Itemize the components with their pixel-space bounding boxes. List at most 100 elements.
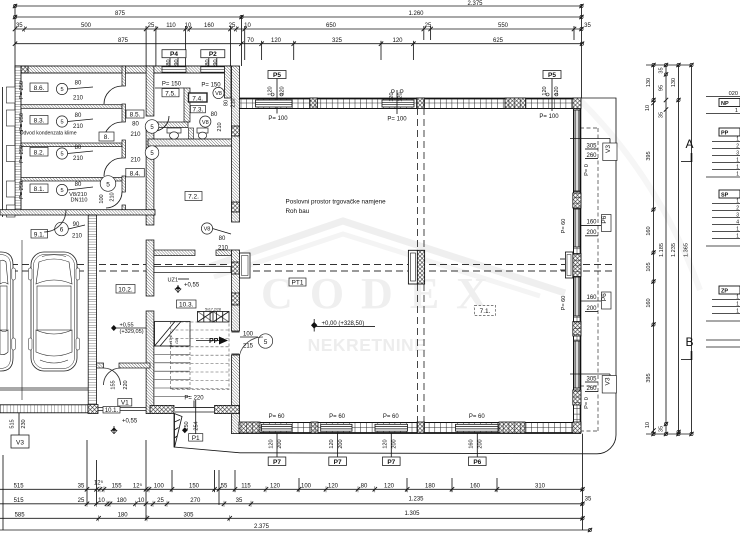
- svg-text:55: 55: [221, 484, 228, 490]
- svg-text:020: 020: [729, 91, 738, 97]
- svg-text:210: 210: [72, 234, 83, 240]
- svg-text:105: 105: [646, 262, 652, 271]
- svg-text:+0,55: +0,55: [122, 419, 138, 425]
- svg-text:625: 625: [493, 38, 504, 44]
- svg-text:1.185: 1.185: [659, 243, 665, 257]
- svg-text:80: 80: [75, 81, 82, 87]
- svg-text:80: 80: [361, 484, 368, 490]
- svg-text:35: 35: [585, 497, 592, 503]
- svg-text:10: 10: [645, 422, 651, 428]
- svg-text:200: 200: [277, 439, 283, 448]
- svg-text:35: 35: [659, 67, 665, 73]
- svg-text:260: 260: [586, 386, 597, 392]
- svg-text:5: 5: [106, 181, 110, 188]
- svg-text:25: 25: [229, 23, 236, 29]
- svg-text:8.: 8.: [104, 134, 110, 141]
- svg-text:120: 120: [392, 38, 403, 44]
- svg-text:1: 1: [736, 227, 739, 233]
- svg-text:NEKRETNINE: NEKRETNINE: [308, 335, 427, 355]
- svg-text:12⁵: 12⁵: [94, 480, 104, 487]
- svg-text:25: 25: [157, 498, 164, 504]
- svg-text:5: 5: [264, 339, 268, 346]
- svg-text:1: 1: [735, 108, 738, 114]
- svg-text:+0,00 (+328,50): +0,00 (+328,50): [322, 321, 365, 327]
- svg-text:25: 25: [78, 498, 85, 504]
- svg-text:210: 210: [130, 158, 141, 164]
- svg-text:1: 1: [736, 172, 739, 178]
- svg-text:5: 5: [60, 120, 63, 126]
- svg-text:6: 6: [60, 227, 64, 234]
- svg-text:515: 515: [14, 498, 25, 504]
- svg-text:100: 100: [154, 484, 165, 490]
- svg-text:7.5.: 7.5.: [165, 90, 176, 97]
- svg-text:160: 160: [470, 484, 481, 490]
- svg-text:1: 1: [736, 165, 739, 171]
- svg-text:220: 220: [123, 380, 129, 389]
- svg-text:260: 260: [586, 153, 597, 159]
- svg-text:95: 95: [659, 85, 665, 91]
- svg-text:160: 160: [586, 220, 597, 226]
- svg-text:1.260: 1.260: [408, 11, 424, 17]
- svg-text:180: 180: [425, 484, 436, 490]
- svg-text:395: 395: [646, 373, 652, 382]
- svg-text:7.3.: 7.3.: [192, 107, 203, 114]
- svg-text:90: 90: [174, 59, 180, 65]
- svg-text:1.235: 1.235: [408, 497, 424, 503]
- svg-text:180: 180: [117, 498, 128, 504]
- svg-text:10: 10: [185, 23, 192, 29]
- svg-text:P6: P6: [601, 293, 608, 301]
- svg-text:5: 5: [150, 151, 154, 157]
- svg-text:P6: P6: [601, 215, 608, 223]
- svg-text:150: 150: [189, 484, 200, 490]
- svg-text:7.2.: 7.2.: [188, 194, 199, 201]
- svg-text:8.5.: 8.5.: [130, 112, 141, 119]
- svg-text:12⁵: 12⁵: [133, 483, 143, 490]
- svg-text:5x17,2/28: 5x17,2/28: [205, 308, 221, 312]
- svg-text:120: 120: [328, 484, 339, 490]
- svg-text:P= 60: P= 60: [383, 414, 400, 420]
- svg-text:130: 130: [671, 78, 677, 87]
- svg-text:160: 160: [646, 226, 652, 235]
- svg-text:120: 120: [384, 484, 395, 490]
- svg-text:P= 250: P= 250: [19, 181, 25, 199]
- svg-text:305: 305: [586, 144, 597, 150]
- svg-text:/28: /28: [174, 337, 179, 343]
- svg-text:+0,55: +0,55: [184, 283, 200, 289]
- svg-text:210: 210: [217, 122, 223, 131]
- svg-text:P= 250: P= 250: [19, 81, 25, 99]
- svg-text:V3: V3: [16, 440, 24, 447]
- svg-text:254: 254: [194, 421, 200, 430]
- svg-text:200: 200: [392, 439, 398, 448]
- svg-text:3: 3: [736, 213, 739, 219]
- svg-text:80: 80: [75, 145, 82, 151]
- svg-text:395: 395: [646, 151, 652, 160]
- svg-text:10: 10: [645, 105, 651, 111]
- svg-text:80: 80: [211, 112, 218, 118]
- svg-text:SP: SP: [721, 192, 729, 198]
- svg-text:(+329,05): (+329,05): [120, 329, 144, 335]
- svg-text:35: 35: [78, 484, 85, 490]
- svg-text:1.235: 1.235: [671, 243, 677, 257]
- svg-text:CODEX: CODEX: [261, 269, 505, 318]
- svg-text:110: 110: [166, 23, 176, 29]
- svg-text:100: 100: [99, 194, 105, 203]
- svg-text:P= 250: P= 250: [19, 113, 25, 131]
- svg-text:35: 35: [659, 426, 665, 432]
- svg-text:80: 80: [166, 59, 172, 65]
- svg-text:1.305: 1.305: [404, 511, 420, 517]
- svg-text:35: 35: [659, 112, 665, 118]
- svg-text:1: 1: [736, 302, 739, 308]
- svg-text:P= 0: P= 0: [584, 397, 590, 409]
- svg-text:2.375: 2.375: [467, 1, 483, 7]
- svg-text:P= 150: P= 150: [201, 83, 221, 89]
- svg-text:310: 310: [535, 484, 546, 490]
- svg-text:NP: NP: [721, 101, 729, 107]
- svg-text:+0,55: +0,55: [120, 323, 134, 329]
- svg-text:5: 5: [150, 125, 154, 131]
- svg-text:P= 100: P= 100: [268, 116, 288, 122]
- svg-text:120: 120: [383, 439, 389, 448]
- svg-text:B: B: [686, 335, 694, 349]
- svg-text:7.4.: 7.4.: [192, 95, 203, 102]
- svg-text:1: 1: [736, 234, 739, 240]
- svg-text:5: 5: [60, 188, 63, 194]
